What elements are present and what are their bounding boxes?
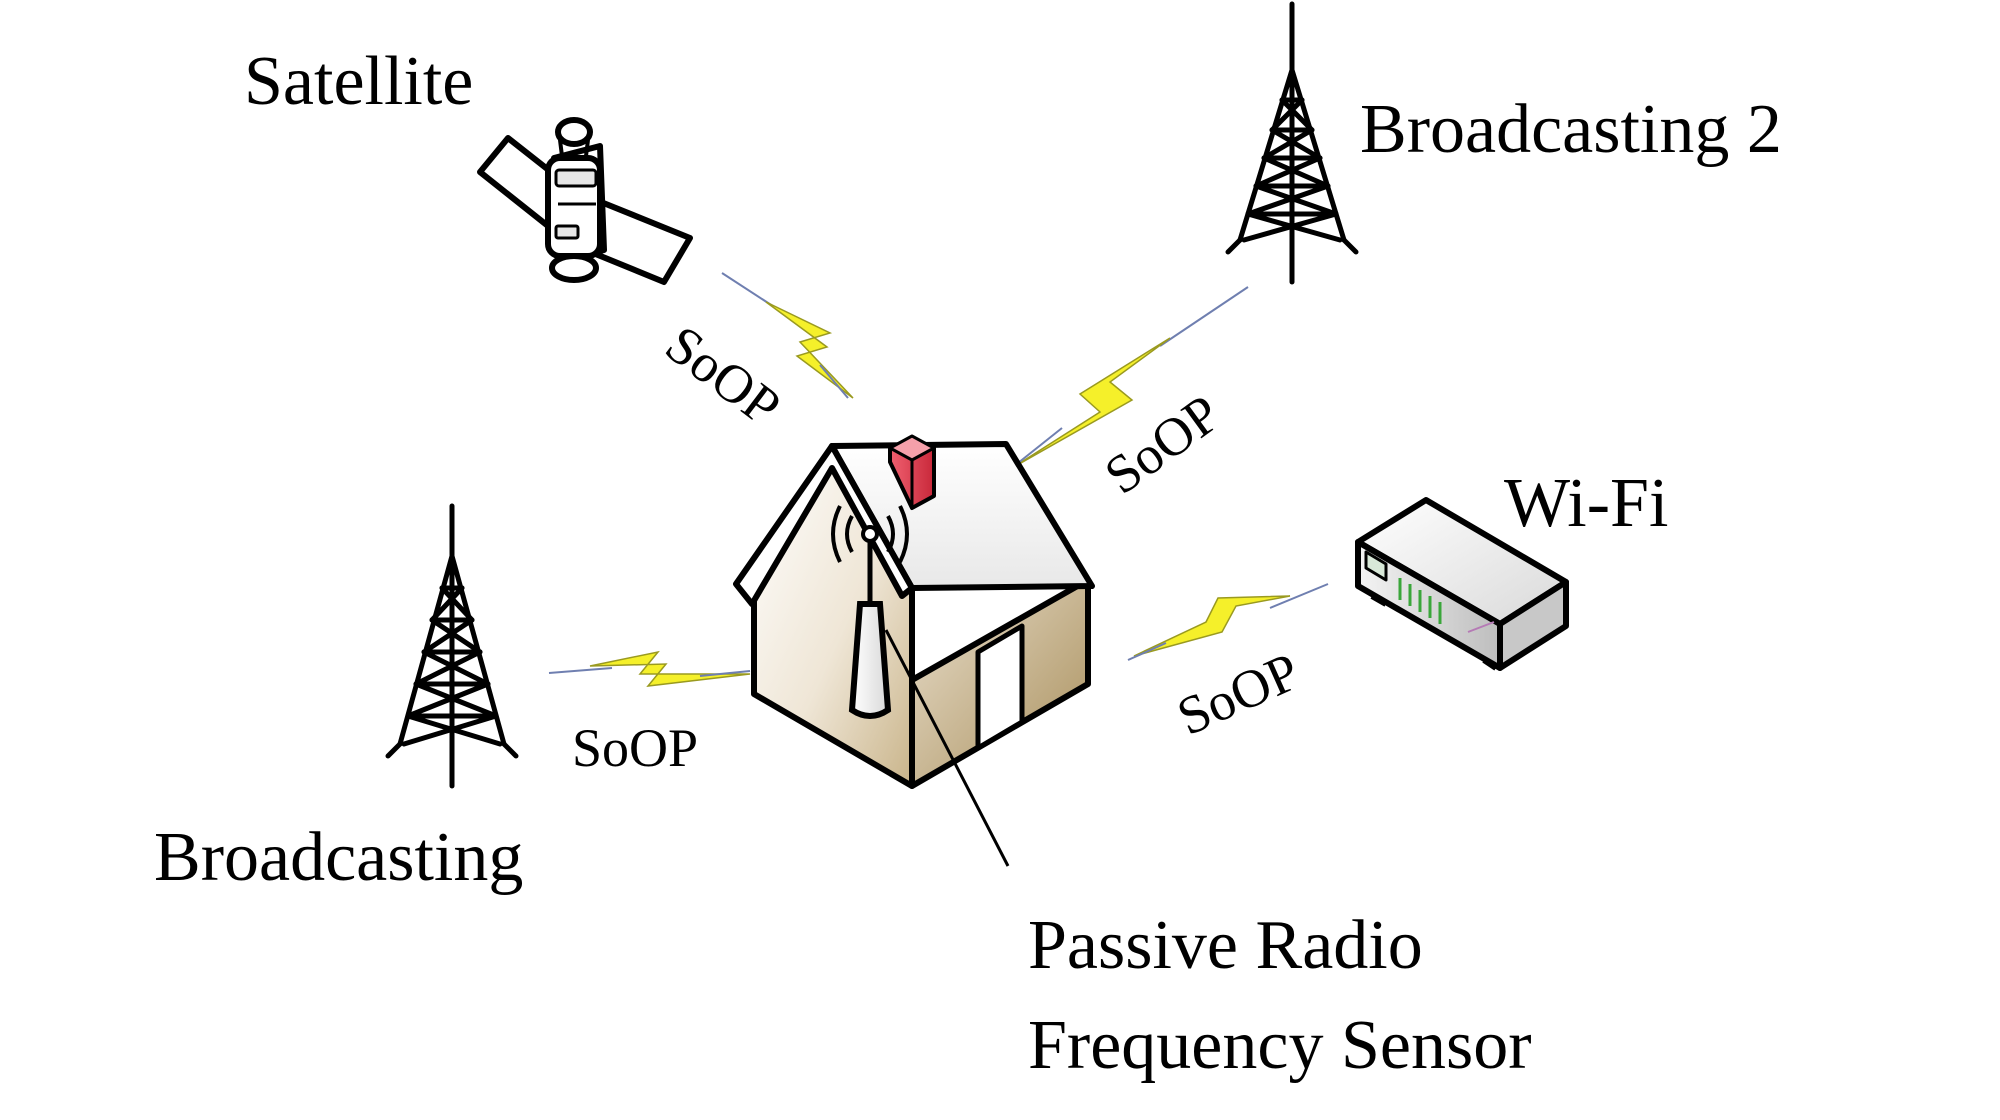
sensor-label-line-1: Passive Radio <box>1028 907 1423 984</box>
satellite-signal-bolt <box>721 272 854 399</box>
antenna-icon <box>831 505 909 719</box>
broadcasting-2-tower-icon <box>1225 1 1359 285</box>
sensor-callout-line <box>884 629 1010 867</box>
broadcasting-2-label: Broadcasting 2 <box>1360 91 1782 168</box>
wifi-signal-bolt <box>1127 583 1329 661</box>
wifi-link-label: SoOP <box>1168 641 1308 747</box>
broadcasting-signal-bolt <box>548 650 751 687</box>
satellite-label: Satellite <box>244 43 473 120</box>
house-icon <box>733 434 1095 789</box>
broadcasting-label: Broadcasting <box>154 819 523 896</box>
chimney <box>888 434 936 510</box>
wifi-label: Wi-Fi <box>1504 465 1668 542</box>
wifi-router-icon <box>1355 497 1569 671</box>
satellite-icon <box>477 117 693 285</box>
satellite-link-label: SoOP <box>655 314 792 438</box>
broadcasting-link-label: SoOP <box>572 718 698 778</box>
sensor-label-line-2: Frequency Sensor <box>1028 1007 1532 1084</box>
broadcasting-tower-icon <box>385 503 519 789</box>
